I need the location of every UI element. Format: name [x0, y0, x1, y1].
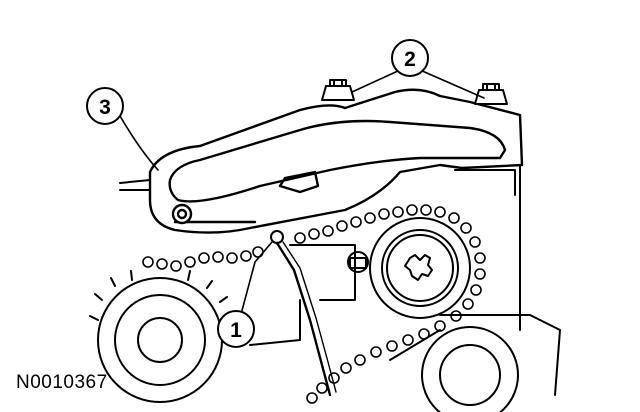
- callout-1-label: 1: [230, 319, 242, 342]
- auxiliary-gear: [421, 326, 519, 412]
- callout-3: 3: [86, 87, 124, 125]
- bolt-right: [474, 83, 508, 105]
- callout-2: 2: [391, 39, 429, 77]
- retaining-pin: [270, 230, 337, 397]
- bolt-left: [321, 79, 355, 101]
- callout-1: 1: [217, 310, 255, 348]
- tensioner-bracket: [148, 88, 524, 234]
- leader-lines: [119, 69, 485, 319]
- callout-3-label: 3: [99, 96, 111, 119]
- figure-id: N0010367: [16, 372, 108, 393]
- callout-2-label: 2: [404, 48, 416, 71]
- crankshaft-gear: [89, 270, 233, 403]
- camshaft-sprocket: [347, 217, 471, 319]
